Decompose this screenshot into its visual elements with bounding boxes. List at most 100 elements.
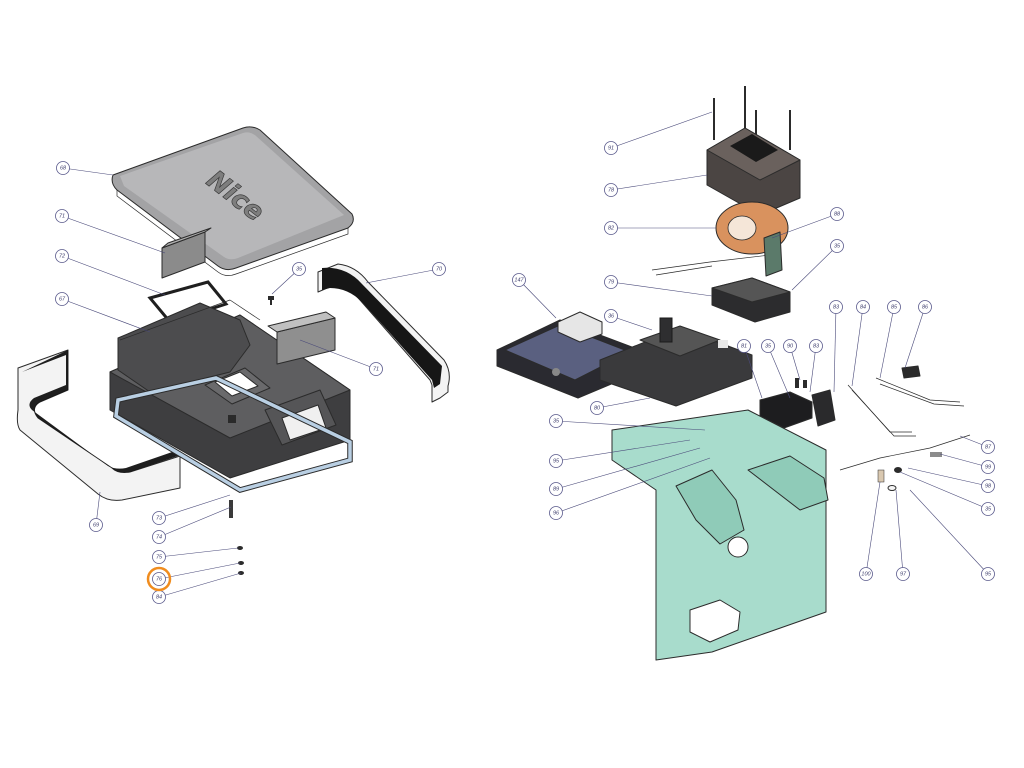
- leader-line: [865, 481, 881, 575]
- callout-circle: [981, 440, 995, 454]
- callout-circle: [89, 518, 103, 532]
- callout-number: 35: [834, 243, 841, 249]
- callout-circle: [809, 339, 823, 353]
- callout-number: 35: [553, 418, 560, 424]
- callout-number: 91: [608, 145, 614, 151]
- cables-part: [839, 365, 971, 471]
- callout-85: 85: [887, 300, 901, 314]
- callout-circle: [783, 339, 797, 353]
- callout-circle: [152, 550, 166, 564]
- callout-number: 95: [985, 571, 992, 577]
- callout-number: 35: [985, 506, 992, 512]
- callout-number: 71: [59, 213, 65, 219]
- callout-circle: [369, 362, 383, 376]
- callout-circle: [549, 506, 563, 520]
- callout-number: 72: [59, 253, 65, 259]
- callout-68: 68: [56, 161, 70, 175]
- leader-line: [610, 111, 713, 149]
- highlight-ring: [146, 566, 172, 592]
- callout-99: 99: [981, 460, 995, 474]
- callout-74: 74: [152, 530, 166, 544]
- callout-86: 86: [918, 300, 932, 314]
- leader-line: [555, 457, 711, 514]
- callout-circle: [152, 511, 166, 525]
- callout-100: 100: [859, 567, 873, 581]
- leader-line: [767, 345, 791, 399]
- callout-circle: [590, 401, 604, 415]
- callout-number: 73: [156, 515, 163, 521]
- callout-67: 67: [55, 292, 69, 306]
- callout-83: 83: [829, 300, 843, 314]
- highlight-circle: [146, 566, 172, 592]
- callout-35: 35: [830, 239, 844, 253]
- callout-number: 97: [900, 571, 907, 577]
- callout-79: 79: [604, 275, 618, 289]
- callout-35: 35: [981, 502, 995, 516]
- callout-circle: [55, 292, 69, 306]
- callout-circle: [830, 207, 844, 221]
- callout-circle: [981, 502, 995, 516]
- callout-number: 88: [834, 211, 841, 217]
- callout-circle: [292, 262, 306, 276]
- gasket-frame-73-part: [113, 375, 353, 493]
- gasket-72-part: [147, 280, 229, 324]
- callout-circle: [737, 339, 751, 353]
- callout-circle: [432, 262, 446, 276]
- callout-circle: [981, 479, 995, 493]
- callout-36: 36: [604, 309, 618, 323]
- callout-circle: [549, 414, 563, 428]
- switch-block-part: [759, 378, 836, 429]
- tray-79-part: [711, 277, 791, 323]
- leader-line: [158, 547, 239, 558]
- callout-number: 96: [553, 510, 560, 516]
- callout-circle: [859, 567, 873, 581]
- callout-number: 83: [813, 343, 820, 349]
- leader-line: [158, 506, 232, 538]
- mounting-plate-part: [611, 409, 829, 661]
- connector-board-88-part: [763, 231, 783, 277]
- leader-line: [939, 453, 989, 468]
- leader-line: [61, 298, 151, 333]
- callout-91: 91: [604, 141, 618, 155]
- callout-number: 76: [156, 576, 163, 582]
- callout-number: 79: [608, 279, 614, 285]
- callout-95: 95: [549, 454, 563, 468]
- callout-number: 90: [787, 343, 794, 349]
- leader-line: [555, 447, 701, 490]
- callout-number: 74: [156, 534, 162, 540]
- leader-line: [904, 306, 926, 369]
- callout-83: 83: [809, 339, 823, 353]
- callout-circle: [549, 482, 563, 496]
- callout-87: 87: [981, 440, 995, 454]
- callout-circle: [56, 161, 70, 175]
- callout-70: 70: [432, 262, 446, 276]
- side-strip-70-part: [317, 263, 450, 403]
- callout-number: 82: [608, 225, 614, 231]
- side-strip-69-part: [16, 349, 181, 501]
- leader-line: [555, 439, 691, 462]
- callout-circle: [604, 275, 618, 289]
- callout-78: 78: [604, 183, 618, 197]
- callout-76: 76: [152, 572, 166, 586]
- callout-circle: [856, 300, 870, 314]
- leader-line: [62, 167, 114, 176]
- callout-circle: [604, 221, 618, 235]
- motor-housing-80-part: [599, 317, 753, 407]
- callout-84: 84: [856, 300, 870, 314]
- callout-number: 85: [891, 304, 898, 310]
- top-cover-part: Nice: [111, 126, 354, 276]
- callout-96: 96: [549, 506, 563, 520]
- callout-number: 35: [296, 266, 303, 272]
- callout-circle: [918, 300, 932, 314]
- callout-number: 89: [553, 486, 559, 492]
- leader-line: [610, 174, 708, 191]
- callout-circle: [829, 300, 843, 314]
- callout-98: 98: [981, 479, 995, 493]
- leader-line: [851, 306, 864, 387]
- small-fasteners-right: [877, 452, 942, 491]
- callout-number: 84: [156, 594, 162, 600]
- leader-line: [791, 245, 838, 291]
- callout-circle: [761, 339, 775, 353]
